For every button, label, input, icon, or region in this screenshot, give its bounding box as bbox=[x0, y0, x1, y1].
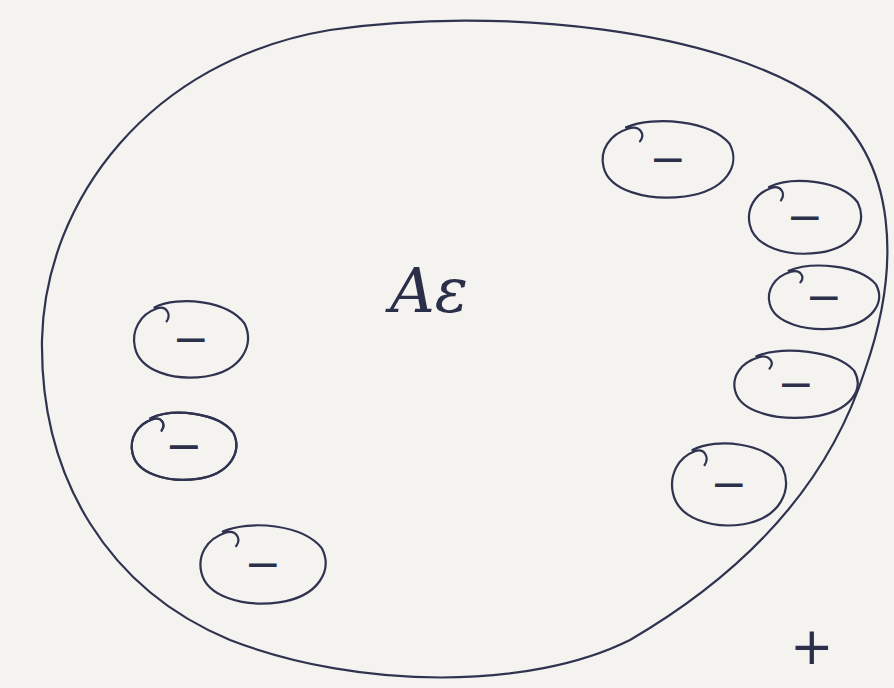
charge-vesicle: − bbox=[668, 440, 790, 528]
charge-vesicle: − bbox=[196, 522, 330, 606]
charge-sign: + bbox=[790, 620, 834, 672]
minus-sign: − bbox=[173, 317, 210, 361]
charge-vesicle: − bbox=[745, 178, 865, 256]
minus-sign: − bbox=[806, 275, 843, 319]
minus-sign: − bbox=[711, 462, 748, 506]
charge-vesicle: − bbox=[598, 118, 738, 200]
cell-outline bbox=[30, 10, 890, 685]
charge-vesicle: − bbox=[128, 410, 240, 482]
minus-sign: − bbox=[787, 195, 824, 239]
minus-sign: − bbox=[778, 362, 815, 406]
minus-sign: − bbox=[245, 542, 282, 586]
cell-label: Aε bbox=[390, 260, 468, 322]
minus-sign: − bbox=[650, 137, 687, 181]
charge-vesicle: − bbox=[730, 348, 862, 420]
cell-body: Aε−−−−−−−−− bbox=[30, 10, 890, 685]
minus-sign: − bbox=[166, 424, 203, 468]
charge-vesicle: − bbox=[765, 263, 883, 331]
charge-vesicle: − bbox=[130, 298, 252, 380]
